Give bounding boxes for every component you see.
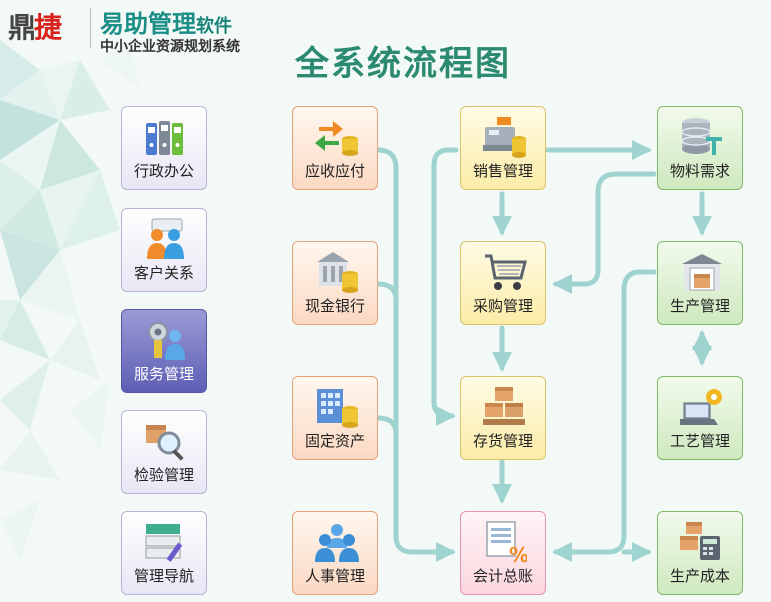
- module-label: 存货管理: [472, 432, 533, 450]
- module-cash-bank[interactable]: 现金银行: [292, 241, 378, 325]
- navigation-pen-icon: [145, 524, 183, 562]
- module-label: 固定资产: [304, 432, 365, 450]
- ledger-percent-icon: %: [486, 521, 527, 564]
- database-steel-icon: [681, 118, 722, 155]
- product-name: 易助管理软件: [100, 10, 232, 38]
- module-receivables-payables[interactable]: 应收应付: [292, 106, 378, 190]
- module-label: 人事管理: [304, 567, 365, 585]
- staff-group-icon: [315, 524, 359, 562]
- module-label: 生产管理: [669, 297, 730, 315]
- laptop-gear-icon: [680, 389, 722, 425]
- magnifier-box-icon: [146, 425, 184, 461]
- product-subtitle: 中小企业资源规划系统: [100, 39, 240, 55]
- module-production-cost[interactable]: 生产成本: [657, 511, 743, 595]
- binders-icon: [146, 121, 183, 155]
- service-gear-icon: [148, 322, 185, 360]
- menu-item-label: 客户关系: [133, 264, 194, 282]
- menu-item-label: 检验管理: [133, 466, 194, 484]
- module-sales[interactable]: 销售管理: [460, 106, 546, 190]
- module-label: 应收应付: [304, 162, 365, 180]
- module-label: 物料需求: [669, 162, 730, 180]
- module-purchasing[interactable]: 采购管理: [460, 241, 546, 325]
- page-title: 全系统流程图: [295, 44, 511, 84]
- svg-text:%: %: [509, 543, 527, 564]
- bank-coins-icon: [317, 252, 358, 293]
- shopping-cart-icon: [485, 254, 527, 290]
- module-label: 生产成本: [669, 567, 730, 585]
- logo: 鼎捷 易助管理软件 中小企业资源规划系统: [8, 4, 283, 56]
- menu-item-customers[interactable]: 客户关系: [121, 208, 207, 292]
- module-label: 销售管理: [472, 162, 533, 180]
- stacked-boxes-icon: [483, 387, 525, 425]
- menu-item-label: 行政办公: [133, 162, 194, 180]
- module-label: 现金银行: [304, 297, 365, 315]
- module-production[interactable]: 生产管理: [657, 241, 743, 325]
- module-label: 会计总账: [472, 567, 533, 585]
- module-label: 工艺管理: [669, 432, 730, 450]
- cash-register-icon: [483, 117, 526, 158]
- factory-box-icon: [682, 254, 722, 291]
- brand-mark: 鼎捷: [8, 11, 62, 44]
- module-hr[interactable]: 人事管理: [292, 511, 378, 595]
- menu-item-label: 管理导航: [133, 567, 194, 585]
- people-icon: [147, 218, 184, 259]
- menu-item-inspection[interactable]: 检验管理: [121, 410, 207, 494]
- menu-item-admin[interactable]: 行政办公: [121, 106, 207, 190]
- module-label: 采购管理: [472, 297, 533, 315]
- logo-separator: [90, 8, 91, 48]
- module-fixed-assets[interactable]: 固定资产: [292, 376, 378, 460]
- menu-item-service[interactable]: 服务管理: [121, 309, 207, 393]
- module-inventory[interactable]: 存货管理: [460, 376, 546, 460]
- module-general-ledger[interactable]: % 会计总账: [460, 511, 546, 595]
- money-exchange-icon: [315, 121, 358, 156]
- module-material-requirements[interactable]: 物料需求: [657, 106, 743, 190]
- menu-item-navigation[interactable]: 管理导航: [121, 511, 207, 595]
- module-process[interactable]: 工艺管理: [657, 376, 743, 460]
- menu-item-label: 服务管理: [133, 365, 194, 383]
- building-coins-icon: [317, 389, 358, 428]
- boxes-calculator-icon: [680, 522, 720, 560]
